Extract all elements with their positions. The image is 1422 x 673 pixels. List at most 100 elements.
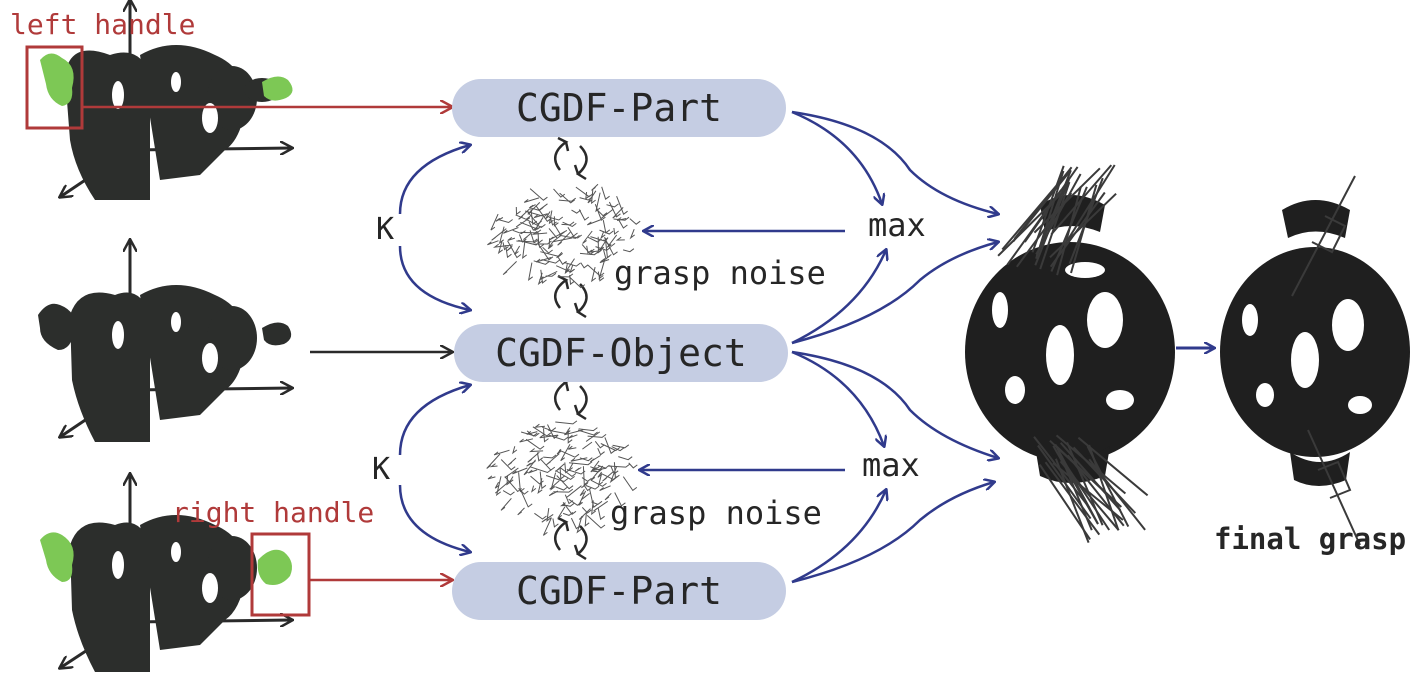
grasp-noise-label-top: grasp noise (614, 254, 826, 292)
noise-stroke (512, 446, 518, 455)
object-to-max-top-arrow (791, 250, 886, 345)
noise-stroke (568, 498, 582, 506)
noise-stroke (590, 465, 604, 481)
noise-stroke (613, 227, 619, 235)
noise-stroke (537, 272, 543, 286)
noise-stroke (517, 507, 525, 516)
noise-stroke (587, 218, 602, 226)
noise-stroke (525, 438, 545, 450)
noise-stroke (486, 453, 501, 469)
noise-stroke (547, 424, 559, 439)
noise-stroke (545, 475, 569, 483)
k-label-top: K (376, 212, 395, 247)
noise-stroke (498, 226, 505, 245)
object-cloud-top (25, 0, 293, 200)
noise-stroke (527, 451, 540, 463)
noise-stroke (590, 479, 607, 487)
noise-stroke (497, 240, 503, 255)
noise-stroke (530, 475, 544, 485)
noise-stroke (566, 485, 582, 498)
noise-stroke (599, 229, 614, 235)
noise-stroke (600, 443, 621, 452)
noise-stroke (552, 518, 559, 528)
cgdf-part-node-top: CGDF-Part (452, 79, 786, 137)
noise-stroke (550, 472, 557, 491)
candidate-grasp-line (1033, 167, 1101, 234)
noise-stroke (534, 217, 544, 232)
noise-stroke (604, 437, 616, 455)
noise-stroke (515, 217, 531, 228)
noise-stroke (547, 434, 569, 441)
noise-stroke (604, 492, 612, 501)
noise-stroke (595, 192, 601, 213)
noise-stroke (559, 467, 566, 480)
noise-stroke (529, 466, 552, 474)
candidate-grasp-line (1012, 169, 1072, 243)
noise-stroke (564, 462, 570, 474)
noise-stroke (546, 453, 560, 466)
noise-stroke (541, 513, 554, 523)
candidate-grasp-line (1034, 179, 1070, 266)
noise-stroke (610, 465, 619, 475)
noise-stroke (557, 506, 566, 519)
noise-stroke (526, 431, 538, 435)
noise-stroke (600, 258, 607, 262)
noise-stroke (559, 234, 580, 239)
noise-stroke (489, 463, 498, 468)
noise-stroke (581, 477, 592, 482)
noise-stroke (522, 239, 527, 260)
candidate-grasp-line (1038, 464, 1091, 540)
noise-stroke (533, 423, 545, 428)
noise-stroke (601, 186, 610, 201)
noise-stroke (597, 247, 603, 254)
noise-stroke (515, 214, 531, 220)
noise-stroke (612, 207, 624, 219)
noise-stroke (491, 228, 507, 241)
noise-stroke (586, 515, 606, 529)
noise-stroke (585, 485, 600, 490)
noise-stroke (528, 204, 536, 209)
noise-stroke (582, 230, 593, 244)
noise-stroke (569, 265, 575, 274)
candidate-grasp-line (1044, 461, 1101, 536)
noise-stroke (536, 452, 544, 462)
noise-stroke (533, 260, 550, 265)
candidate-grasp-line (1068, 177, 1104, 265)
noise-stroke (597, 471, 603, 478)
noise-stroke (561, 221, 575, 226)
noise-stroke (507, 457, 517, 466)
noise-stroke (579, 489, 585, 496)
noise-stroke (581, 244, 595, 255)
noise-stroke (494, 480, 511, 494)
final-grasp-label: final grasp (1214, 522, 1407, 556)
noise-stroke (575, 467, 582, 472)
noise-stroke (526, 460, 536, 467)
noise-stroke (518, 234, 527, 243)
noise-stroke (529, 230, 539, 244)
noise-stroke (526, 219, 546, 228)
noise-stroke (560, 444, 571, 462)
noise-stroke (541, 259, 560, 264)
noise-stroke (602, 470, 615, 482)
noise-stroke (520, 229, 542, 234)
denoise-cycle-icon (553, 136, 588, 181)
noise-stroke (555, 420, 578, 425)
noise-stroke (603, 237, 618, 256)
candidate-grasp-line (1058, 454, 1111, 531)
candidate-grasp-line (1088, 458, 1146, 531)
k-label-bottom: K (372, 452, 391, 487)
noise-stroke (530, 206, 538, 226)
candidate-grasp-line (1049, 191, 1106, 268)
noise-stroke (567, 227, 578, 237)
noise-stroke (535, 240, 552, 245)
noise-stroke (542, 426, 557, 432)
noise-stroke (537, 243, 554, 261)
noise-stroke (590, 266, 597, 283)
noise-stroke (596, 208, 608, 217)
noise-stroke (512, 467, 528, 475)
noise-stroke (533, 213, 548, 219)
noise-stroke (576, 515, 583, 534)
object-to-result-top-arrow (791, 242, 998, 345)
noise-stroke (591, 183, 599, 191)
noise-stroke (558, 197, 576, 202)
